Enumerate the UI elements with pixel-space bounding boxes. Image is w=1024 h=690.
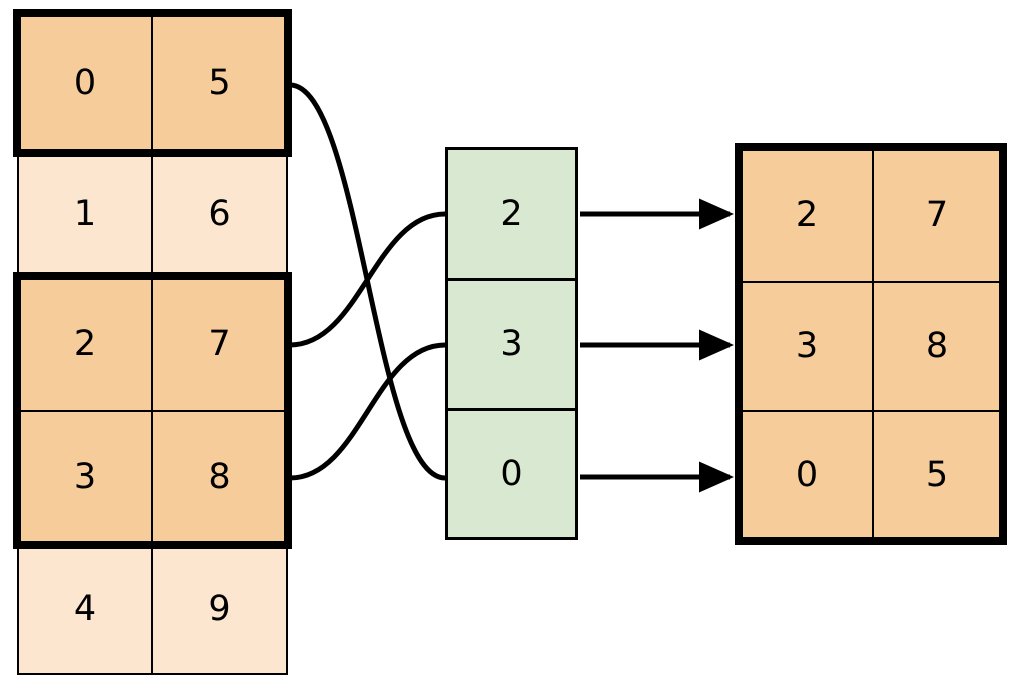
connector-row-2-to-index-0 [287,211,448,348]
index-cell-0[interactable]: 2 [445,147,578,281]
result-cell-r0c0[interactable]: 2 [740,148,874,283]
source-cell-r0c1[interactable]: 5 [151,13,288,153]
source-cell-r4c0[interactable]: 4 [17,543,153,675]
connector-row-0-to-index-2 [287,82,448,481]
source-cell-r1c0[interactable]: 1 [17,151,153,278]
result-table: 2 7 3 8 0 5 [735,143,1007,545]
source-cell-r1c1[interactable]: 6 [151,151,288,278]
result-cell-r2c0[interactable]: 0 [740,410,874,540]
source-cell-r3c0[interactable]: 3 [17,410,153,545]
source-cell-r3c1[interactable]: 8 [151,410,288,545]
index-cell-2[interactable]: 0 [445,408,578,540]
result-cell-r1c0[interactable]: 3 [740,281,874,412]
source-cell-r2c0[interactable]: 2 [17,276,153,412]
source-table: 0 5 1 6 2 7 3 8 4 9 [13,9,292,675]
source-cell-r4c1[interactable]: 9 [151,543,288,675]
result-cell-r2c1[interactable]: 5 [872,410,1002,540]
result-cell-r0c1[interactable]: 7 [872,148,1002,283]
source-cell-r2c1[interactable]: 7 [151,276,288,412]
index-cell-1[interactable]: 3 [445,278,578,411]
source-cell-r0c0[interactable]: 0 [17,13,153,153]
connector-row-3-to-index-1 [287,342,448,481]
result-cell-r1c1[interactable]: 8 [872,281,1002,412]
index-vector: 2 3 0 [445,147,578,540]
